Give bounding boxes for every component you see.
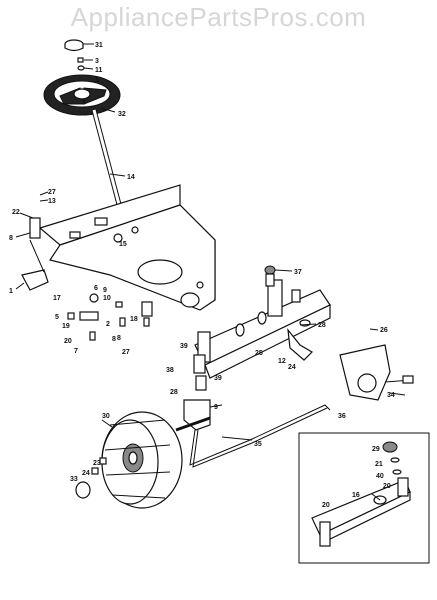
callout: 5 bbox=[55, 314, 59, 321]
callout: 8 bbox=[112, 336, 116, 343]
callout: 36 bbox=[338, 413, 346, 420]
callout: 9 bbox=[103, 287, 107, 294]
callout: 7 bbox=[74, 348, 78, 355]
inset-detail bbox=[298, 432, 430, 564]
callout: 8 bbox=[9, 235, 13, 242]
callout: 12 bbox=[278, 358, 286, 365]
callout: 31 bbox=[95, 42, 103, 49]
callout-numbers: 31 3 11 1 32 14 27 13 22 8 15 37 9 10 17… bbox=[9, 42, 395, 509]
leader-lines bbox=[15, 43, 406, 501]
callout: 40 bbox=[376, 473, 384, 480]
wheel-hardware bbox=[75, 457, 107, 499]
steering-wheel bbox=[43, 74, 121, 116]
callout: 28 bbox=[170, 389, 178, 396]
drag-link bbox=[21, 217, 153, 341]
callout: 14 bbox=[127, 174, 135, 181]
callout: 9 bbox=[214, 404, 218, 411]
callout: 32 bbox=[118, 111, 126, 118]
callout: 20 bbox=[64, 338, 72, 345]
callout: 2 bbox=[106, 321, 110, 328]
callout: 13 bbox=[48, 198, 56, 205]
callout: 34 bbox=[387, 392, 395, 399]
callout: 1 bbox=[9, 288, 13, 295]
callout: 20 bbox=[322, 502, 330, 509]
callout: 39 bbox=[180, 343, 188, 350]
chassis-frame bbox=[38, 184, 216, 311]
callout: 25 bbox=[255, 350, 263, 357]
callout: 28 bbox=[318, 322, 326, 329]
callout: 37 bbox=[294, 269, 302, 276]
callout: 27 bbox=[48, 189, 56, 196]
callout: 24 bbox=[288, 364, 296, 371]
callout: 22 bbox=[12, 209, 20, 216]
bracket-37 bbox=[264, 265, 301, 303]
spindle-left bbox=[175, 354, 211, 432]
callout: 33 bbox=[70, 476, 78, 483]
callout: 3 bbox=[95, 58, 99, 65]
callout: 30 bbox=[102, 413, 110, 420]
front-pivot-bar bbox=[339, 344, 414, 401]
callout: 27 bbox=[122, 349, 130, 356]
steering-cap bbox=[64, 39, 84, 52]
callout: 15 bbox=[119, 241, 127, 248]
callout: 20 bbox=[383, 483, 391, 490]
callout: 17 bbox=[53, 295, 61, 302]
callout: 26 bbox=[380, 327, 388, 334]
callout: 24 bbox=[82, 470, 90, 477]
callout: 8 bbox=[117, 335, 121, 342]
steering-hardware bbox=[77, 57, 85, 71]
steering-shaft bbox=[91, 109, 124, 219]
callout: 1 bbox=[95, 77, 99, 84]
callout: 21 bbox=[375, 461, 383, 468]
callout: 10 bbox=[103, 295, 111, 302]
callout: 16 bbox=[352, 492, 360, 499]
watermark: AppliancePartsPros.com bbox=[70, 2, 367, 32]
callout: 38 bbox=[166, 367, 174, 374]
callout: 29 bbox=[372, 446, 380, 453]
callout: 39 bbox=[214, 375, 222, 382]
callout: 18 bbox=[130, 316, 138, 323]
callout: 11 bbox=[95, 67, 103, 74]
front-wheel bbox=[101, 411, 183, 509]
callout: 19 bbox=[62, 323, 70, 330]
callout: 23 bbox=[93, 460, 101, 467]
callout: 6 bbox=[94, 285, 98, 292]
callout: 35 bbox=[254, 441, 262, 448]
